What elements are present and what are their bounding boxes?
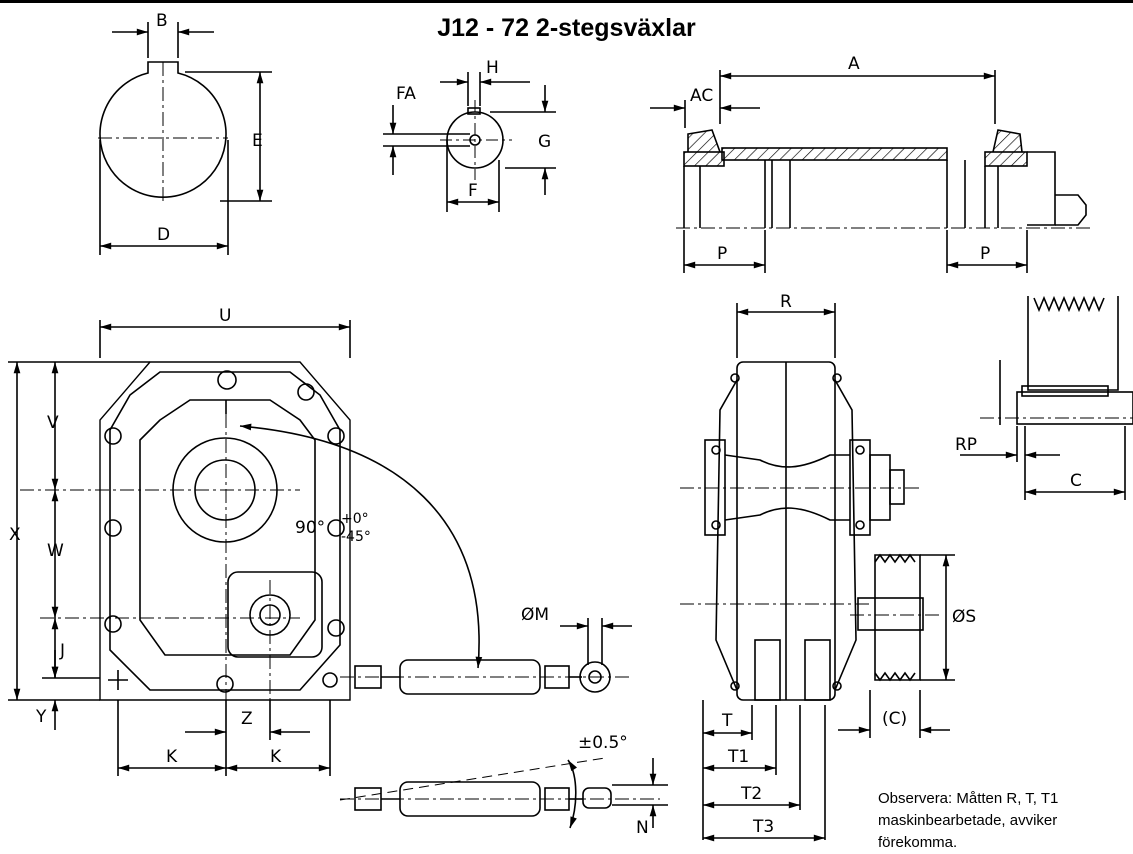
label-fa: FA xyxy=(396,84,416,104)
label-g: G xyxy=(538,132,551,152)
label-u: U xyxy=(219,306,231,326)
label-phi-s: ØS xyxy=(952,607,976,627)
label-angle-main: 90° xyxy=(295,518,325,538)
label-n: N xyxy=(636,818,649,838)
label-c-paren: (C) xyxy=(882,709,907,729)
label-y: Y xyxy=(35,707,47,727)
note-line-2: maskinbearbetade, avviker xyxy=(878,812,1058,829)
label-phi-m: ØM xyxy=(521,605,549,625)
label-r: R xyxy=(780,292,792,312)
page-title: J12 - 72 2-stegsväxlar xyxy=(437,14,696,42)
label-rp: RP xyxy=(955,435,977,455)
label-t3: T3 xyxy=(752,817,774,837)
pulley-detail-view xyxy=(960,295,1133,500)
label-x: X xyxy=(9,525,21,545)
label-k-right: K xyxy=(270,747,282,767)
label-p-right: P xyxy=(980,244,990,264)
label-a: A xyxy=(848,54,860,74)
label-angle-minus: -45° xyxy=(341,529,371,545)
note-line-3: förekomma. xyxy=(878,834,958,851)
note-line-1: Observera: Måtten R, T, T1 xyxy=(878,790,1059,807)
label-f: F xyxy=(468,181,478,201)
label-angle-plus: +0° xyxy=(341,511,369,527)
label-t1: T1 xyxy=(727,747,749,767)
label-p-left: P xyxy=(717,244,727,264)
shaft-end-view xyxy=(383,72,556,212)
gearbox-front-view xyxy=(8,320,668,829)
label-c: C xyxy=(1070,471,1082,491)
dimension-note: Observera: Måtten R, T, T1 maskinbearbet… xyxy=(878,788,1133,854)
label-e: E xyxy=(252,131,263,151)
gearbox-side-view xyxy=(680,303,955,842)
label-k-left: K xyxy=(166,747,178,767)
shaft-section-view xyxy=(98,22,272,255)
label-z: Z xyxy=(241,709,253,729)
label-ac: AC xyxy=(690,86,713,106)
label-h: H xyxy=(486,58,499,78)
sleeve-section-view xyxy=(650,70,1092,273)
label-v: V xyxy=(47,413,59,433)
label-b: B xyxy=(156,11,168,31)
top-border xyxy=(0,0,1133,3)
label-t2: T2 xyxy=(740,784,762,804)
label-tolerance: ±0.5° xyxy=(578,733,628,753)
label-j: J xyxy=(59,641,65,661)
label-t: T xyxy=(721,711,733,731)
label-w: W xyxy=(47,541,64,561)
label-d: D xyxy=(157,225,170,245)
